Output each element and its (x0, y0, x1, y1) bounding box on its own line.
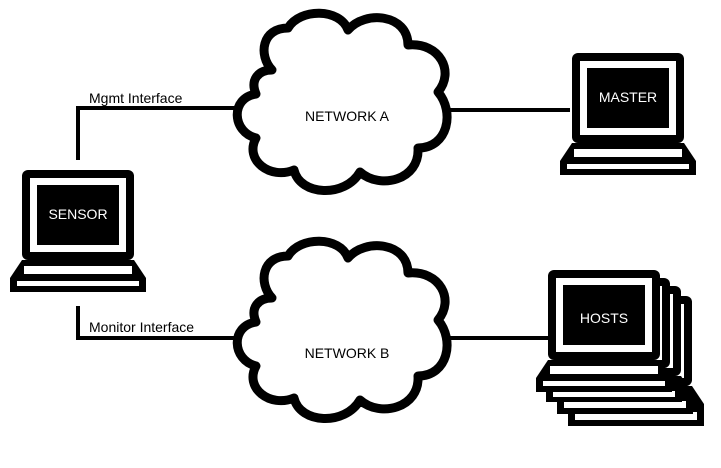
cloud-icon (232, 236, 452, 423)
laptop-icon (560, 53, 696, 175)
mgmt-interface-label: Mgmt Interface (89, 90, 183, 106)
connections (76, 106, 570, 340)
laptop-icon (536, 270, 704, 426)
cloud-icon (232, 8, 452, 195)
laptop-icon (10, 170, 146, 292)
hosts-node: HOSTS (536, 270, 704, 426)
network-a-node: NETWORK A (232, 8, 452, 195)
monitor-interface-label: Monitor Interface (89, 319, 194, 335)
master-label: MASTER (599, 89, 657, 105)
mgmt-link (76, 106, 237, 160)
hosts-label: HOSTS (580, 310, 628, 326)
network-b-node: NETWORK B (232, 236, 452, 423)
monitor-link (76, 306, 237, 340)
master-node: MASTER (560, 53, 696, 175)
sensor-label: SENSOR (48, 206, 107, 222)
network-a-label: NETWORK A (305, 108, 390, 124)
sensor-node: SENSOR (10, 170, 146, 292)
network-b-label: NETWORK B (305, 345, 390, 361)
